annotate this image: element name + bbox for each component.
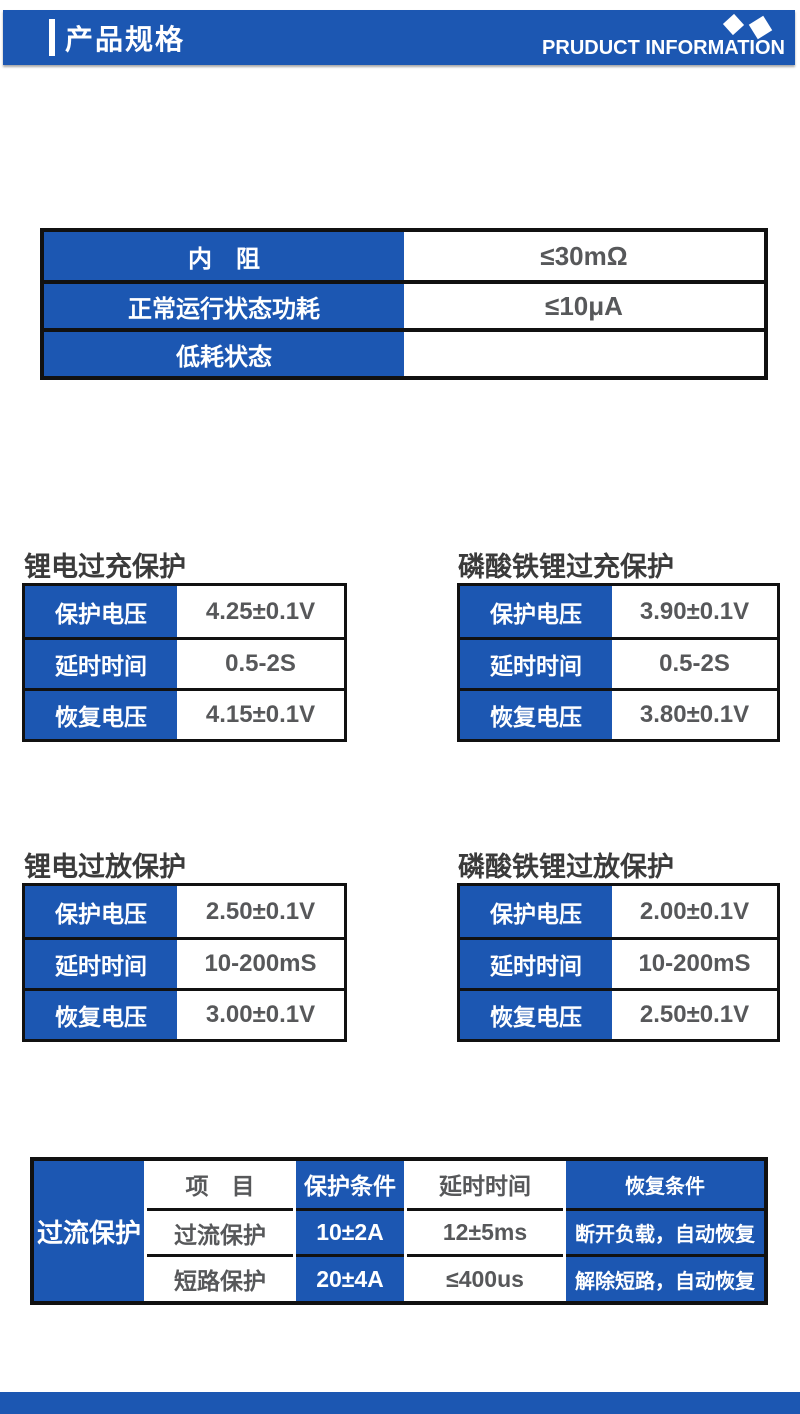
row-label: 恢复电压 — [25, 991, 177, 1039]
overcurrent-table: 过流保护 项 目 保护条件 延时时间 恢复条件 过流保护 10±2A 12±5m… — [30, 1157, 768, 1305]
table-row: 延时时间 0.5-2S — [460, 637, 777, 688]
row-value: 3.90±0.1V — [612, 586, 777, 637]
table-row: 保护电压 2.50±0.1V — [25, 886, 344, 937]
cell-item: 短路保护 — [147, 1254, 293, 1302]
row-value: 2.00±0.1V — [612, 886, 777, 937]
table-row: 过流保护 10±2A 12±5ms 断开负载，自动恢复 — [147, 1207, 764, 1255]
row-value: 3.80±0.1V — [612, 691, 777, 739]
diamond-icon — [722, 13, 745, 36]
column-header-condition: 保护条件 — [296, 1161, 404, 1208]
section-title-li-overdischarge: 锂电过放保护 — [24, 852, 186, 882]
table-row: 短路保护 20±4A ≤400us 解除短路，自动恢复 — [147, 1254, 764, 1302]
row-value: 2.50±0.1V — [612, 991, 777, 1039]
cell-delay: ≤400us — [407, 1254, 563, 1302]
section-title-li-overcharge: 锂电过充保护 — [24, 552, 186, 582]
row-label: 延时时间 — [460, 640, 612, 688]
row-label: 恢复电压 — [25, 691, 177, 739]
table-row: 延时时间 10-200mS — [460, 937, 777, 988]
lifepo4-overdischarge-table: 保护电压 2.00±0.1V 延时时间 10-200mS 恢复电压 2.50±0… — [457, 883, 780, 1042]
footer-strip — [0, 1392, 800, 1414]
cell-recovery: 断开负载，自动恢复 — [566, 1207, 764, 1255]
table-row: 恢复电压 3.00±0.1V — [25, 988, 344, 1039]
row-label: 保护电压 — [460, 586, 612, 637]
row-value: 4.25±0.1V — [177, 586, 344, 637]
row-label: 正常运行状态功耗 — [44, 284, 404, 328]
row-value: ≤30mΩ — [404, 232, 764, 280]
row-label: 保护电压 — [460, 886, 612, 937]
row-label: 保护电压 — [25, 586, 177, 637]
table-row: 内 阻 ≤30mΩ — [44, 232, 764, 280]
row-label: 低耗状态 — [44, 332, 404, 376]
row-label: 内 阻 — [44, 232, 404, 280]
li-overdischarge-table: 保护电压 2.50±0.1V 延时时间 10-200mS 恢复电压 3.00±0… — [22, 883, 347, 1042]
accent-bar — [49, 19, 55, 56]
row-label: 恢复电压 — [460, 991, 612, 1039]
row-label: 延时时间 — [25, 640, 177, 688]
row-value: 10-200mS — [612, 940, 777, 988]
table-row: 保护电压 2.00±0.1V — [460, 886, 777, 937]
row-value: 3.00±0.1V — [177, 991, 344, 1039]
diamond-icon — [748, 15, 773, 40]
cell-recovery: 解除短路，自动恢复 — [566, 1254, 764, 1302]
table-row: 延时时间 10-200mS — [25, 937, 344, 988]
table-row: 保护电压 3.90±0.1V — [460, 586, 777, 637]
row-value: ≤10μA — [404, 284, 764, 328]
spec-table: 内 阻 ≤30mΩ 正常运行状态功耗 ≤10μA 低耗状态 — [40, 228, 768, 380]
row-value: 4.15±0.1V — [177, 691, 344, 739]
lifepo4-overcharge-table: 保护电压 3.90±0.1V 延时时间 0.5-2S 恢复电压 3.80±0.1… — [457, 583, 780, 742]
li-overcharge-table: 保护电压 4.25±0.1V 延时时间 0.5-2S 恢复电压 4.15±0.1… — [22, 583, 347, 742]
page-title: 产品规格 — [65, 23, 186, 55]
row-label: 恢复电压 — [460, 691, 612, 739]
column-header-item: 项 目 — [147, 1161, 293, 1208]
table-row: 恢复电压 2.50±0.1V — [460, 988, 777, 1039]
table-header-row: 项 目 保护条件 延时时间 恢复条件 — [147, 1161, 764, 1208]
section-title-lifepo4-overcharge: 磷酸铁锂过充保护 — [458, 552, 674, 582]
table-row: 恢复电压 3.80±0.1V — [460, 688, 777, 739]
overcurrent-row-header: 过流保护 — [34, 1161, 144, 1301]
row-value: 0.5-2S — [612, 640, 777, 688]
row-label: 延时时间 — [25, 940, 177, 988]
row-value: 2.50±0.1V — [177, 886, 344, 937]
header-banner: 产品规格 PRUDUCT INFORMATION — [3, 10, 795, 65]
row-value: 10-200mS — [177, 940, 344, 988]
page-subtitle: PRUDUCT INFORMATION — [542, 37, 785, 59]
cell-condition: 20±4A — [296, 1254, 404, 1302]
table-row: 保护电压 4.25±0.1V — [25, 586, 344, 637]
cell-condition: 10±2A — [296, 1207, 404, 1255]
table-row: 延时时间 0.5-2S — [25, 637, 344, 688]
cell-item: 过流保护 — [147, 1207, 293, 1255]
overcurrent-table-body: 项 目 保护条件 延时时间 恢复条件 过流保护 10±2A 12±5ms 断开负… — [147, 1161, 764, 1302]
section-title-lifepo4-overdischarge: 磷酸铁锂过放保护 — [458, 852, 674, 882]
row-label: 延时时间 — [460, 940, 612, 988]
table-row: 正常运行状态功耗 ≤10μA — [44, 280, 764, 328]
row-value — [404, 332, 764, 376]
row-value: 0.5-2S — [177, 640, 344, 688]
cell-delay: 12±5ms — [407, 1207, 563, 1255]
table-row: 恢复电压 4.15±0.1V — [25, 688, 344, 739]
column-header-delay: 延时时间 — [407, 1161, 563, 1208]
column-header-recovery: 恢复条件 — [566, 1161, 764, 1208]
table-row: 低耗状态 — [44, 328, 764, 376]
row-label: 保护电压 — [25, 886, 177, 937]
